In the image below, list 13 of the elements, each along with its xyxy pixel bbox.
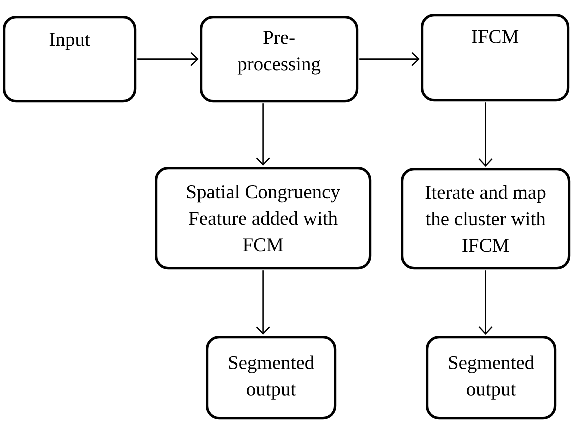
process-box: Iterate and map the cluster with IFCM: [401, 168, 571, 270]
process-box: Spatial Congruency Feature added with FCM: [155, 166, 372, 270]
process-box: IFCM: [421, 14, 570, 102]
arrow: [138, 52, 199, 66]
process-box: Segmented output: [426, 336, 557, 420]
arrow: [256, 104, 270, 166]
arrow: [256, 270, 270, 335]
process-box: Input: [3, 16, 137, 103]
arrow: [360, 52, 420, 66]
process-box: Segmented output: [206, 336, 337, 420]
process-box: Pre- processing: [200, 16, 359, 103]
arrow: [478, 270, 493, 335]
arrow: [478, 102, 493, 167]
